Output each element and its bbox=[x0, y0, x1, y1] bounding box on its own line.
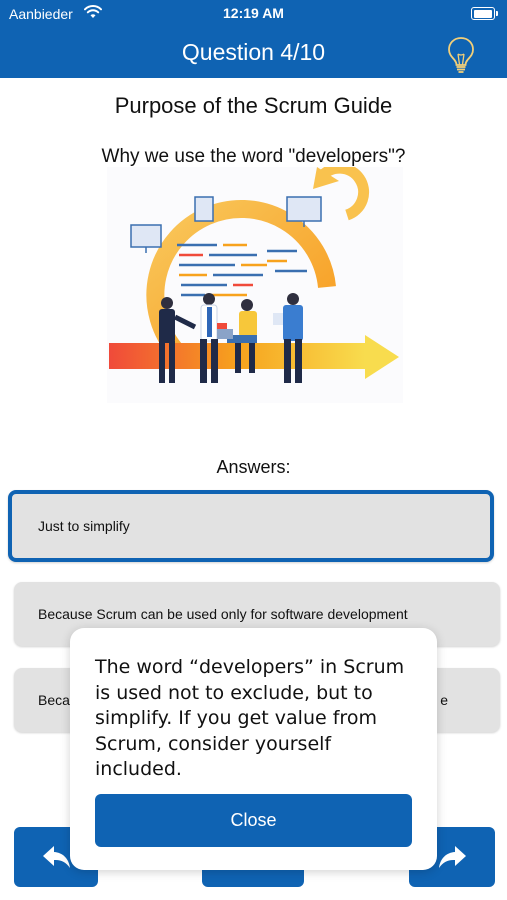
navigation-bar: Question 4/10 bbox=[0, 28, 507, 78]
reply-arrow-icon bbox=[43, 846, 70, 868]
answer-option-label: Because Scrum can be used only for softw… bbox=[38, 606, 408, 622]
clock-time: 12:19 AM bbox=[223, 5, 284, 21]
close-button[interactable]: Close bbox=[95, 794, 412, 847]
answer-option-label-visible-start: Beca bbox=[38, 692, 70, 708]
scrum-team-illustration bbox=[107, 162, 403, 403]
answer-option-label: Just to simplify bbox=[38, 518, 130, 534]
status-bar: Aanbieder 12:19 AM bbox=[0, 0, 507, 28]
answer-option-label-visible-end: e bbox=[440, 692, 448, 708]
explanation-text: The word “developers” in Scrum is used n… bbox=[95, 656, 405, 780]
battery-icon bbox=[471, 7, 498, 20]
wifi-icon bbox=[84, 5, 102, 22]
question-text: Why we use the word "developers"? bbox=[101, 146, 406, 167]
lightbulb-icon[interactable] bbox=[446, 36, 476, 79]
explanation-popup: The word “developers” in Scrum is used n… bbox=[70, 628, 437, 870]
answer-option-1[interactable]: Just to simplify bbox=[8, 490, 494, 562]
forward-arrow-icon bbox=[439, 846, 466, 868]
answers-heading: Answers: bbox=[216, 457, 291, 477]
question-counter-title: Question 4/10 bbox=[181, 39, 326, 65]
carrier-label: Aanbieder bbox=[9, 6, 73, 22]
topic-title: Purpose of the Scrum Guide bbox=[114, 93, 393, 118]
